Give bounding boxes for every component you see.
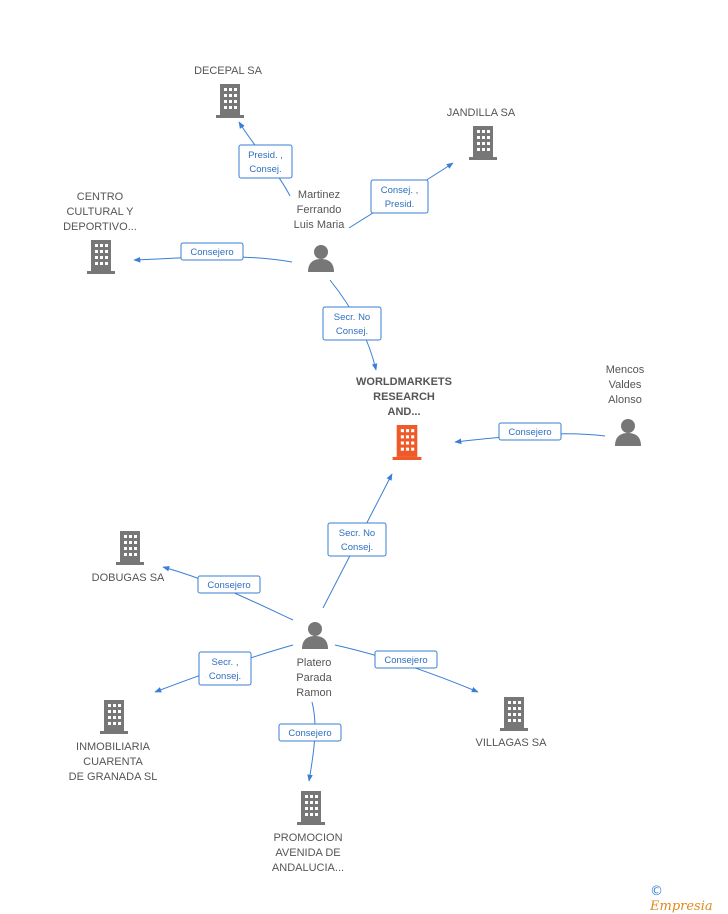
svg-text:DOBUGAS SA: DOBUGAS SA	[92, 572, 165, 584]
brand-logo: Empresia	[650, 899, 713, 914]
svg-text:DECEPAL SA: DECEPAL SA	[194, 65, 263, 77]
svg-text:INMOBILIARIA: INMOBILIARIA	[76, 741, 151, 753]
company-node-centro-cultural[interactable]: CENTRO CULTURAL Y DEPORTIVO...	[63, 191, 137, 274]
building-icon	[297, 791, 325, 825]
edge-label-platero-main: Secr. No Consej.	[327, 522, 387, 557]
svg-text:Martinez: Martinez	[298, 189, 340, 201]
svg-text:Luis Maria: Luis Maria	[294, 219, 346, 231]
svg-text:Consej.: Consej.	[341, 542, 373, 553]
person-icon	[302, 622, 328, 649]
svg-text:Ferrando: Ferrando	[297, 204, 342, 216]
edge-label-platero-inmobiliaria: Secr. , Consej.	[198, 651, 252, 686]
svg-text:RESEARCH: RESEARCH	[373, 391, 435, 403]
company-node-promocion[interactable]: PROMOCION AVENIDA DE ANDALUCIA...	[272, 791, 344, 874]
building-icon	[392, 425, 422, 460]
edge-label-platero-dobugas: Consejero	[197, 575, 261, 594]
svg-text:Valdes: Valdes	[609, 379, 642, 391]
svg-text:JANDILLA SA: JANDILLA SA	[447, 107, 516, 119]
svg-text:Consej.: Consej.	[249, 164, 281, 175]
building-icon	[469, 126, 497, 160]
svg-text:AND...: AND...	[388, 406, 421, 418]
svg-text:Consejero: Consejero	[190, 247, 233, 258]
person-icon	[615, 419, 641, 446]
svg-text:Platero: Platero	[297, 657, 332, 669]
company-node-villagas[interactable]: VILLAGAS SA	[476, 697, 548, 749]
building-icon	[216, 84, 244, 118]
edge-label-martinez-main: Secr. No Consej.	[322, 306, 382, 341]
svg-text:DEPORTIVO...: DEPORTIVO...	[63, 221, 137, 233]
svg-text:Consejero: Consejero	[508, 427, 551, 438]
svg-text:Secr. ,: Secr. ,	[212, 657, 239, 668]
empresia-credit: © Empresia	[650, 884, 728, 914]
svg-text:Ramon: Ramon	[296, 687, 331, 699]
person-node-platero[interactable]: Platero Parada Ramon	[296, 622, 333, 699]
company-node-dobugas[interactable]: DOBUGAS SA	[92, 531, 165, 584]
svg-text:VILLAGAS SA: VILLAGAS SA	[476, 737, 548, 749]
edge-label-mencos-main: Consejero	[498, 422, 562, 441]
copyright-icon: ©	[650, 884, 663, 899]
company-node-decepal[interactable]: DECEPAL SA	[194, 65, 263, 118]
edge-label-martinez-decepal: Presid. , Consej.	[238, 144, 293, 179]
building-icon	[100, 700, 128, 734]
edge-label-martinez-centro: Consejero	[180, 242, 244, 261]
edge-label-platero-promocion: Consejero	[278, 723, 342, 742]
building-icon	[87, 240, 115, 274]
svg-text:CULTURAL Y: CULTURAL Y	[66, 206, 134, 218]
edge-label-martinez-jandilla: Consej. , Presid.	[370, 179, 429, 214]
svg-text:Consejero: Consejero	[288, 728, 331, 739]
svg-text:CENTRO: CENTRO	[77, 191, 124, 203]
svg-text:Secr. No: Secr. No	[334, 312, 370, 323]
svg-text:Mencos: Mencos	[606, 364, 645, 376]
svg-text:AVENIDA DE: AVENIDA DE	[275, 847, 340, 859]
svg-text:Consej.: Consej.	[336, 326, 368, 337]
company-node-jandilla[interactable]: JANDILLA SA	[447, 107, 516, 160]
svg-text:PROMOCION: PROMOCION	[273, 832, 342, 844]
svg-text:Consej. ,: Consej. ,	[381, 185, 419, 196]
person-node-mencos[interactable]: Mencos Valdes Alonso	[606, 364, 645, 446]
svg-text:CUARENTA: CUARENTA	[83, 756, 143, 768]
svg-text:ANDALUCIA...: ANDALUCIA...	[272, 862, 344, 874]
company-node-main-worldmarkets[interactable]: WORLDMARKETS RESEARCH AND...	[356, 376, 452, 460]
svg-text:DE GRANADA SL: DE GRANADA SL	[69, 771, 158, 783]
svg-text:Presid. ,: Presid. ,	[248, 150, 283, 161]
svg-text:WORLDMARKETS: WORLDMARKETS	[356, 376, 452, 388]
svg-text:Alonso: Alonso	[608, 394, 642, 406]
svg-text:Consej.: Consej.	[209, 671, 241, 682]
person-icon	[308, 245, 334, 272]
svg-text:Consejero: Consejero	[384, 655, 427, 666]
person-node-martinez[interactable]: Martinez Ferrando Luis Maria	[294, 189, 346, 272]
svg-text:Secr. No: Secr. No	[339, 528, 375, 539]
svg-text:Parada: Parada	[296, 672, 332, 684]
building-icon	[500, 697, 528, 731]
svg-text:Consejero: Consejero	[207, 580, 250, 591]
company-node-inmobiliaria[interactable]: INMOBILIARIA CUARENTA DE GRANADA SL	[69, 700, 158, 783]
svg-text:Presid.: Presid.	[385, 199, 415, 210]
edge-label-platero-villagas: Consejero	[374, 650, 438, 669]
building-icon	[116, 531, 144, 565]
